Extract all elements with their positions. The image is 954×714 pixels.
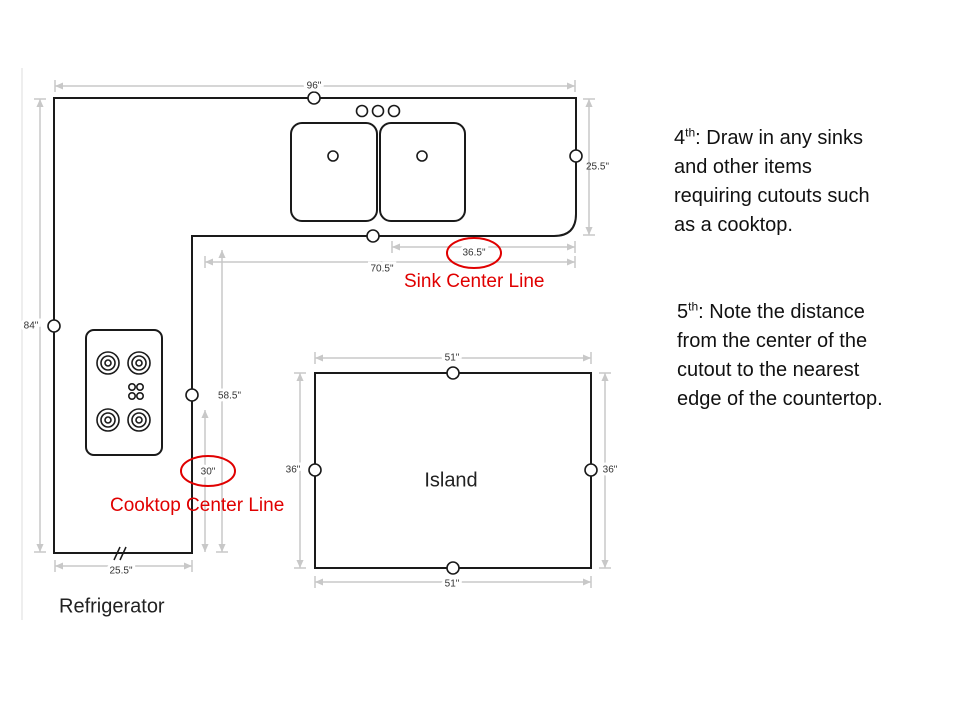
edge-marker bbox=[185, 388, 199, 402]
note-line: requiring cutouts such bbox=[674, 185, 870, 207]
note-text: : Note the distance bbox=[698, 301, 865, 323]
sink-basin-left bbox=[290, 122, 378, 222]
faucet-hole bbox=[371, 104, 385, 118]
note-line: 5th: Note the distance bbox=[677, 298, 883, 327]
control-knob bbox=[128, 382, 137, 391]
right-depth-label: 25.5" bbox=[586, 162, 609, 173]
burner bbox=[127, 351, 151, 375]
sink-drain-right bbox=[416, 150, 428, 162]
ordinal-suffix: th bbox=[685, 125, 696, 140]
left-length-label: 84" bbox=[24, 321, 39, 332]
edge-marker bbox=[366, 229, 380, 243]
edge-marker bbox=[307, 91, 321, 105]
note-line: cutout to the nearest bbox=[677, 359, 860, 381]
edge-marker bbox=[569, 149, 583, 163]
sink-basin-right bbox=[379, 122, 466, 222]
island-left-label: 36" bbox=[286, 465, 301, 476]
sink-center-line-label: Sink Center Line bbox=[404, 271, 544, 292]
cooktop bbox=[85, 329, 163, 456]
island-right-label: 36" bbox=[603, 465, 618, 476]
note-line: from the center of the bbox=[677, 330, 868, 352]
cooktop-center-line-label: Cooktop Center Line bbox=[110, 495, 284, 516]
bottom-width-label: 25.5" bbox=[109, 566, 132, 577]
refrigerator-label: Refrigerator bbox=[59, 595, 165, 617]
edge-marker bbox=[47, 319, 61, 333]
sink-offset-label: 36.5" bbox=[462, 248, 485, 259]
top-width-label: 96" bbox=[307, 81, 322, 92]
step-5-note: 5th: Note the distance from the center o… bbox=[677, 298, 883, 414]
control-knob bbox=[136, 391, 145, 400]
ordinal-suffix: th bbox=[688, 299, 699, 314]
burner bbox=[127, 408, 151, 432]
island-top-label: 51" bbox=[445, 353, 460, 364]
cooktop-dimension-highlight bbox=[180, 455, 236, 487]
burner bbox=[96, 351, 120, 375]
island-bottom-label: 51" bbox=[445, 579, 460, 590]
edge-marker bbox=[446, 366, 460, 380]
note-line: as a cooktop. bbox=[674, 214, 793, 236]
cooktop-offset-label: 30" bbox=[201, 467, 216, 478]
note-line: 4th: Draw in any sinks bbox=[674, 124, 870, 153]
inner-length-label: 70.5" bbox=[370, 264, 393, 275]
note-line: and other items bbox=[674, 156, 812, 178]
step-number: 5 bbox=[677, 301, 689, 323]
cooktop-run-label: 58.5" bbox=[218, 391, 241, 402]
faucet-hole bbox=[387, 104, 401, 118]
sink-drain-left bbox=[327, 150, 339, 162]
faucet-hole bbox=[355, 104, 369, 118]
note-line: edge of the countertop. bbox=[677, 388, 883, 410]
l-shaped-countertop-outline bbox=[53, 97, 577, 554]
step-number: 4 bbox=[674, 127, 686, 149]
burner bbox=[96, 408, 120, 432]
step-4-note: 4th: Draw in any sinks and other items r… bbox=[674, 124, 870, 240]
sink-dimension-highlight bbox=[446, 237, 502, 269]
edge-marker bbox=[446, 561, 460, 575]
note-text: : Draw in any sinks bbox=[695, 127, 863, 149]
break-mark bbox=[119, 546, 127, 561]
edge-marker bbox=[584, 463, 598, 477]
island-label: Island bbox=[424, 469, 477, 491]
edge-marker bbox=[308, 463, 322, 477]
control-knob bbox=[136, 382, 145, 391]
control-knob bbox=[128, 391, 137, 400]
break-mark bbox=[113, 546, 121, 561]
